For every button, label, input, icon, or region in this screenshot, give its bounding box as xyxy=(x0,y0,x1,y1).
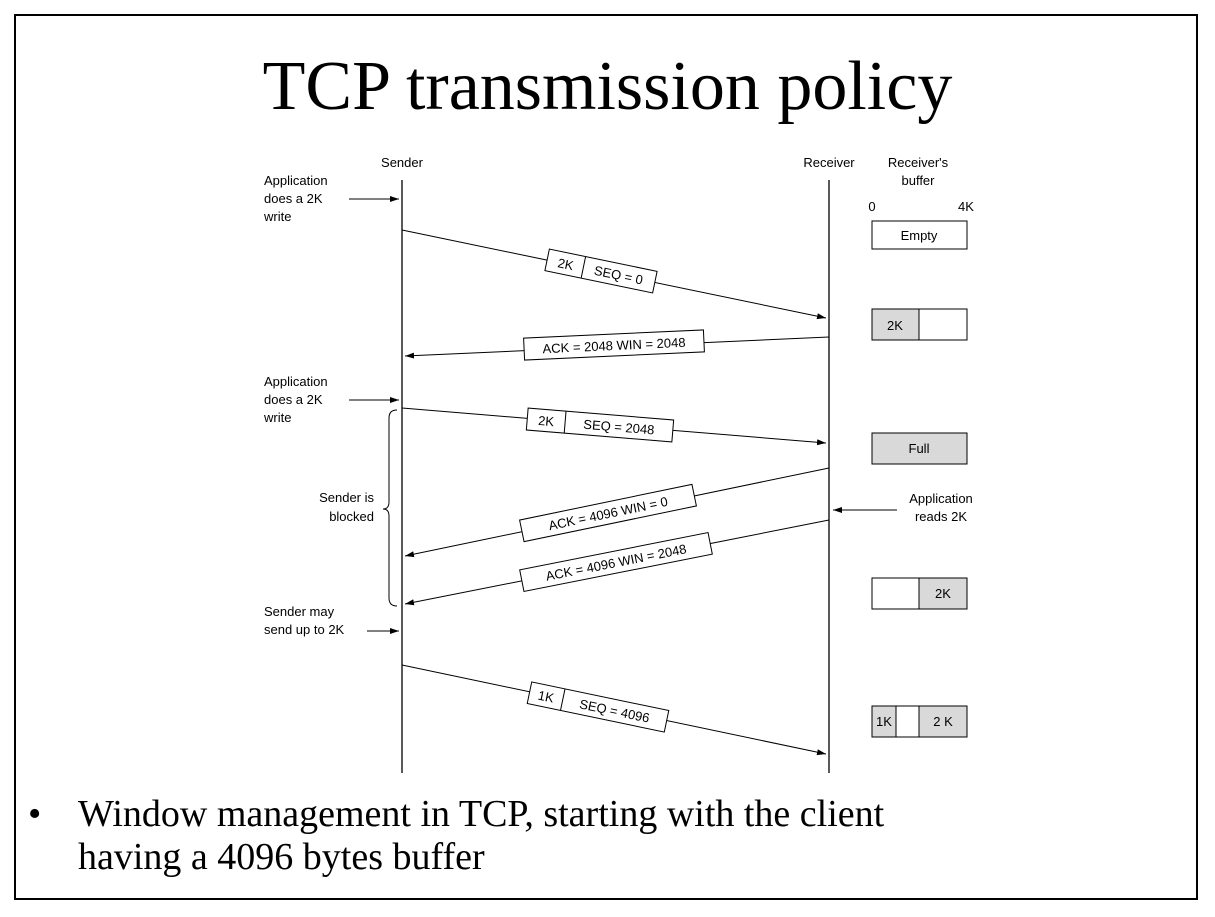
svg-text:reads 2K: reads 2K xyxy=(915,509,967,524)
note-app-write-2: Application does a 2K write xyxy=(263,374,399,425)
svg-text:Sender is: Sender is xyxy=(319,490,374,505)
svg-text:Sender may: Sender may xyxy=(264,604,335,619)
message-seq-2048: 2K SEQ = 2048 xyxy=(401,407,827,446)
slide-title: TCP transmission policy xyxy=(262,48,953,125)
bullet-marker: • xyxy=(28,793,42,835)
buffer-empty: Empty xyxy=(871,220,968,250)
note-sender-may-send: Sender may send up to 2K xyxy=(264,604,399,637)
svg-text:2K: 2K xyxy=(887,318,903,333)
bullet-line: Window management in TCP, starting with … xyxy=(78,793,885,835)
note-sender-blocked: Sender is blocked xyxy=(319,409,398,607)
svg-text:does a 2K: does a 2K xyxy=(264,392,323,407)
buffer-scale-max: 4K xyxy=(958,199,974,214)
message-label: SEQ = 2048 xyxy=(583,417,655,438)
svg-text:write: write xyxy=(263,410,291,425)
message-ack-4096-win-2048: ACK = 4096 WIN = 2048 xyxy=(404,519,830,606)
message-ack-4096-win-0: ACK = 4096 WIN = 0 xyxy=(404,467,830,558)
note-app-write-1: Application does a 2K write xyxy=(263,173,399,224)
bullet-text: Window management in TCP, starting with … xyxy=(78,793,1158,879)
receiver-label: Receiver xyxy=(803,155,855,170)
message-size: 2K xyxy=(538,413,555,429)
buffer-final: 1K 2 K xyxy=(871,705,968,738)
message-seq-4096: 1K SEQ = 4096 xyxy=(401,664,827,756)
svg-text:1K: 1K xyxy=(876,714,892,729)
message-label: ACK = 2048 WIN = 2048 xyxy=(542,335,686,356)
svg-text:Application: Application xyxy=(264,173,328,188)
buffer-header-line1: Receiver's xyxy=(888,155,949,170)
svg-text:does a 2K: does a 2K xyxy=(264,191,323,206)
message-ack-2048-win-2048: ACK = 2048 WIN = 2048 xyxy=(404,329,830,361)
svg-text:send up to 2K: send up to 2K xyxy=(264,622,345,637)
buffer-header-line2: buffer xyxy=(901,173,935,188)
svg-text:2 K: 2 K xyxy=(933,714,953,729)
message-size: 1K xyxy=(537,688,556,706)
buffer-half-filled: 2K xyxy=(871,308,968,341)
svg-text:write: write xyxy=(263,209,291,224)
message-seq-0: 2K SEQ = 0 xyxy=(401,229,827,320)
svg-text:2K: 2K xyxy=(935,586,951,601)
svg-text:Full: Full xyxy=(909,441,930,456)
buffer-after-read: 2K xyxy=(871,577,968,610)
buffer-scale-min: 0 xyxy=(868,199,875,214)
slide-frame xyxy=(14,14,1198,900)
svg-text:blocked: blocked xyxy=(329,509,374,524)
message-size: 2K xyxy=(556,255,575,273)
sender-label: Sender xyxy=(381,155,424,170)
blocked-brace xyxy=(382,409,398,607)
buffer-full: Full xyxy=(871,432,968,465)
bullet-line: having a 4096 bytes buffer xyxy=(78,836,485,878)
svg-text:Application: Application xyxy=(264,374,328,389)
note-app-reads: Application reads 2K xyxy=(833,491,973,524)
svg-text:Application: Application xyxy=(909,491,973,506)
svg-text:Empty: Empty xyxy=(901,228,938,243)
